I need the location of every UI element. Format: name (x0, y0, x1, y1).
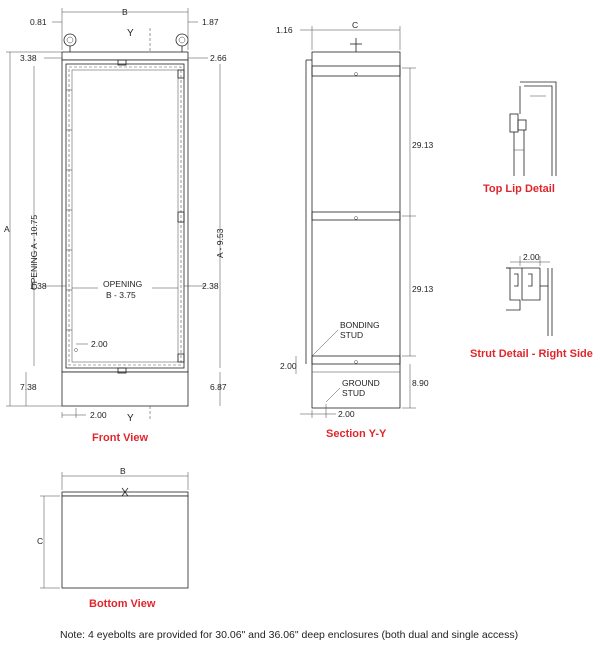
opening-label: OPENING (103, 279, 142, 289)
section-dim-2-00-left: 2.00 (280, 361, 297, 371)
eyebolt-left-icon (63, 33, 77, 52)
top-lip-detail: Top Lip Detail (483, 81, 557, 195)
dim-opening-b: B - 3.75 (106, 290, 136, 300)
section-y-top-label: Y (127, 28, 134, 39)
bottom-view: B C Bottom View (37, 466, 189, 610)
bonding-label: BONDING (340, 320, 380, 330)
dim-1-87: 1.87 (202, 17, 219, 27)
latch-bottom-icon (177, 353, 185, 363)
dim-1-38: 1.38 (30, 281, 47, 291)
front-enclosure-body (61, 59, 189, 373)
dim-3-38: 3.38 (20, 53, 37, 63)
strut-bottom (311, 355, 401, 365)
bonding-stud-label: STUD (340, 330, 363, 340)
section-dim-8-90: 8.90 (412, 378, 429, 388)
section-y-y: C 1.16 29.13 29.13 8.90 BONDING STUD 2.0… (276, 20, 434, 440)
section-dim-2-00-bottom: 2.00 (338, 409, 355, 419)
front-base (61, 371, 189, 407)
front-view: Y Y B 0.81 1.87 3.38 2.66 A OPENING A - … (4, 7, 227, 444)
section-eyebolt-icon (350, 38, 362, 52)
door-opening (68, 66, 182, 366)
latch-top-icon (177, 69, 185, 79)
section-y-y-title: Section Y-Y (326, 428, 387, 440)
dim-2-66: 2.66 (210, 53, 227, 63)
strut-detail-title: Strut Detail - Right Side (470, 348, 593, 360)
strut-middle (311, 211, 401, 221)
strut-top (311, 65, 401, 77)
front-top-cap (61, 51, 189, 61)
section-dim-1-16: 1.16 (276, 25, 293, 35)
dim-2-00-bottom: 2.00 (90, 410, 107, 420)
strut-dim-2-00: 2.00 (523, 252, 540, 262)
bottom-dim-c: C (37, 536, 43, 546)
dim-6-87: 6.87 (210, 382, 227, 392)
dim-7-38: 7.38 (20, 382, 37, 392)
dim-opening-a: OPENING A - 10.75 (29, 215, 39, 290)
section-enclosure-body (311, 51, 401, 409)
eyebolt-right-icon (175, 33, 189, 52)
section-dim-29-13-top: 29.13 (412, 140, 434, 150)
top-lip-detail-title: Top Lip Detail (483, 183, 555, 195)
ground-label: GROUND (342, 378, 380, 388)
dim-2-38: 2.38 (202, 281, 219, 291)
bottom-view-body (61, 495, 189, 589)
latch-middle-icon (177, 211, 185, 223)
dim-2-00-inner: 2.00 (91, 339, 108, 349)
strut-detail: 2.00 Strut Detail - Right Side (470, 252, 593, 360)
section-dim-29-13-bottom: 29.13 (412, 284, 434, 294)
bottom-view-title: Bottom View (89, 598, 156, 610)
dim-b-label: B (122, 7, 128, 17)
footnote: Note: 4 eyebolts are provided for 30.06"… (60, 629, 518, 641)
section-dim-c: C (352, 20, 358, 30)
dim-0-81: 0.81 (30, 17, 47, 27)
bottom-dim-b: B (120, 466, 126, 476)
front-view-title: Front View (92, 432, 148, 444)
dim-a-label: A (4, 224, 10, 234)
dim-a-9-53: A - 9.53 (215, 228, 225, 258)
section-y-bottom-label: Y (127, 413, 134, 424)
ground-stud-label: STUD (342, 388, 365, 398)
